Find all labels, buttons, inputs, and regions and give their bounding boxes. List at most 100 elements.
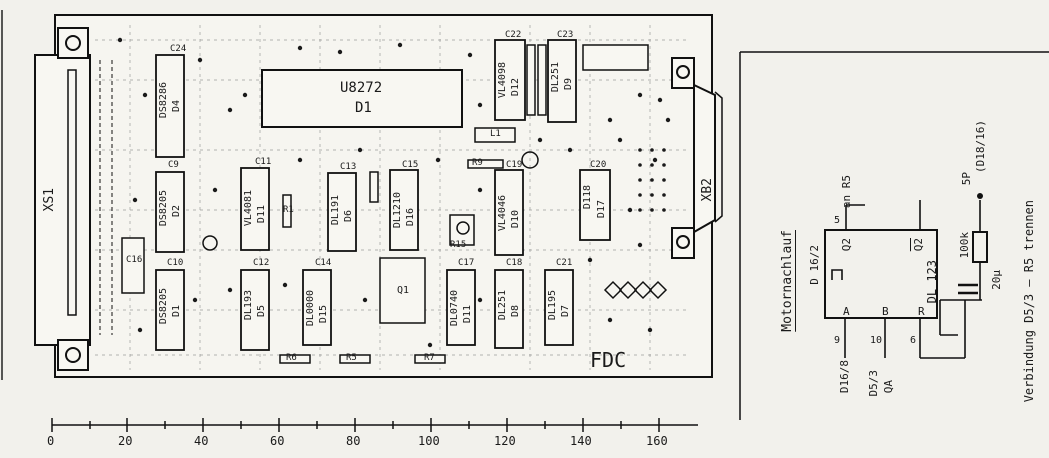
label-c8: C16	[126, 255, 143, 265]
schematic-pin-a: A	[843, 305, 850, 318]
ic-d2-name: DS8205	[158, 190, 169, 227]
schematic-pin-r: R	[918, 305, 925, 318]
label-r9: R9	[472, 158, 483, 168]
ruler-tick-0: 0	[47, 434, 55, 448]
ic-c19-id: C19	[506, 160, 523, 170]
ic-d10-name: VL4046	[497, 195, 508, 232]
ruler-tick-100: 100	[418, 434, 440, 448]
ic-d10-ref: D10	[510, 210, 521, 229]
main-chip-name: U8272	[340, 80, 383, 96]
schematic-pin-6: 6	[910, 335, 917, 346]
label-r5: R5	[346, 353, 357, 363]
schematic-pin-9: 9	[834, 335, 841, 346]
label-xb2: XB2	[700, 178, 715, 202]
ic-c21-id: C21	[556, 258, 573, 268]
schematic-pin-q2: Q2	[840, 238, 853, 252]
schematic-net-5p: 5P	[960, 172, 973, 186]
label-r6: R6	[286, 353, 297, 363]
ic-c9-id: C9	[168, 160, 179, 170]
schematic-pin-5: 5	[834, 215, 841, 226]
transistor-circles	[202, 151, 539, 251]
connector-xs1	[34, 27, 113, 371]
chip-u8272	[261, 69, 463, 128]
ic-d17-name: D118	[582, 185, 593, 210]
ic-c23-id: C23	[557, 30, 574, 40]
ic-d8-name: DL251	[497, 290, 508, 321]
ic-d2-ref: D2	[171, 205, 182, 218]
label-r7: R7	[424, 353, 435, 363]
schematic-pin-10: 10	[870, 335, 883, 346]
label-l1: L1	[490, 129, 501, 139]
schematic-title: Motornachlauf	[780, 230, 795, 332]
discrete-components	[121, 44, 649, 364]
ic-d1-ref: D1	[171, 305, 182, 318]
ic-c14-id: C14	[315, 258, 332, 268]
schematic-net-an-r5: an R5	[840, 175, 853, 209]
schematic-res-value: 100k	[958, 232, 971, 259]
main-chip-ref: D1	[355, 100, 372, 116]
vias	[117, 37, 671, 348]
schematic-net-qa: QA	[882, 380, 895, 394]
ic-d16-ref: D16	[405, 208, 416, 227]
ic-packages	[155, 39, 611, 351]
ic-d9-name: DL251	[550, 62, 561, 93]
schematic-resistor	[972, 231, 988, 263]
label-fdc: FDC	[590, 348, 627, 372]
ic-c18-id: C18	[506, 258, 523, 268]
schematic-wires	[831, 200, 982, 359]
ic-d5-name: DL193	[243, 290, 254, 321]
ic-d9-ref: D9	[563, 78, 574, 91]
ic-c12-id: C12	[253, 258, 270, 268]
ic-d6-ref: D6	[343, 210, 354, 223]
schematic-net-d16: D16/8	[838, 360, 851, 394]
schematic-net-d18: (D18/16)	[974, 120, 987, 173]
ic-d11b-name: DL0740	[449, 290, 460, 327]
label-xs1: XS1	[42, 188, 57, 212]
schematic-cap-value: 20μ	[990, 270, 1003, 290]
ruler-tick-40: 40	[194, 434, 209, 448]
schematic-pin-q2bar: Q2	[912, 238, 925, 252]
ic-d4-name: DS8286	[158, 82, 169, 119]
ic-d7-ref: D7	[560, 305, 571, 318]
connector-xb2	[671, 57, 723, 259]
ic-d15-name: DL0000	[305, 290, 316, 327]
ic-c15-id: C15	[402, 160, 419, 170]
ic-d7-name: DL195	[547, 290, 558, 321]
ruler-tick-60: 60	[270, 434, 285, 448]
vt-diodes	[603, 280, 668, 300]
label-q1: Q1	[397, 285, 410, 296]
ruler-tick-160: 160	[646, 434, 668, 448]
ic-c11-id: C11	[255, 157, 272, 167]
ic-c22-id: C22	[505, 30, 522, 40]
schematic-chip-name: DL 123	[925, 260, 939, 304]
ruler-tick-120: 120	[494, 434, 516, 448]
schematic-chip-left-label: D 16/2	[808, 245, 821, 285]
ic-d15-ref: D15	[318, 305, 329, 324]
schematic-note: Verbindung D5/3 – R5 trennen	[1022, 200, 1036, 403]
ic-d12-ref: D12	[510, 78, 521, 97]
ic-d11b-ref: D11	[462, 305, 473, 324]
ic-d6-name: DL191	[330, 195, 341, 226]
ic-d12-name: VL4098	[497, 62, 508, 99]
ic-d5-ref: D5	[256, 305, 267, 318]
label-r15: R15	[450, 240, 467, 250]
ic-d1-name: DS8205	[158, 288, 169, 325]
ic-d11a-name: VL4081	[243, 190, 254, 227]
schematic-capacitor	[958, 283, 978, 295]
schematic-pin-b: B	[882, 305, 889, 318]
ruler-tick-20: 20	[118, 434, 133, 448]
ic-d16-name: DL1210	[392, 192, 403, 229]
pin-header	[638, 148, 666, 212]
label-r1: R1	[283, 205, 294, 215]
ic-c20-id: C20	[590, 160, 607, 170]
ic-d4-ref: D4	[171, 100, 182, 113]
schematic-net-d5: D5/3	[867, 370, 880, 397]
ic-c10-id: C10	[167, 258, 184, 268]
ic-c13-id: C13	[340, 162, 357, 172]
ruler	[51, 418, 698, 432]
ic-d17-ref: D17	[596, 200, 607, 219]
ic-d11a-ref: D11	[256, 205, 267, 224]
ruler-tick-80: 80	[346, 434, 361, 448]
